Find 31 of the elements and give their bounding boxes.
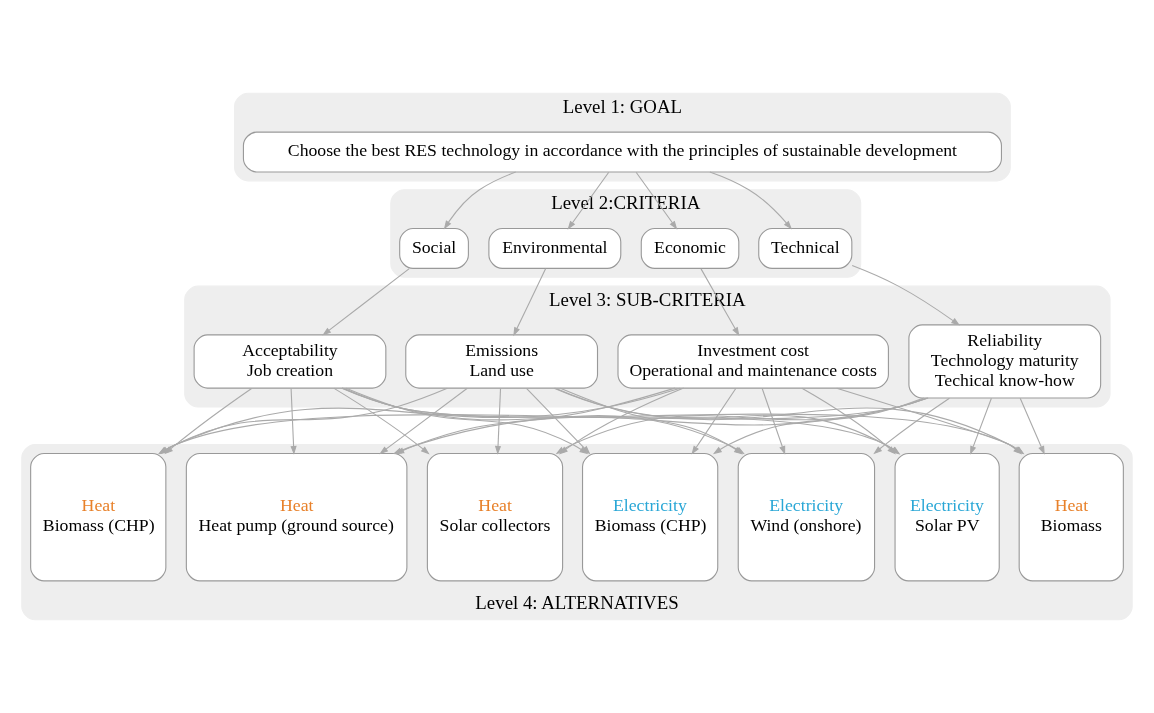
arrow xyxy=(970,397,992,455)
arrow xyxy=(851,264,960,326)
arrow xyxy=(761,387,786,455)
arrow xyxy=(709,171,792,230)
node-box: Acceptability Job creation xyxy=(193,334,387,389)
arrow xyxy=(567,171,610,230)
node-box: Investment cost Operational and maintenance costs xyxy=(617,334,889,389)
arrow xyxy=(513,268,547,337)
node-box: Electricity Solar PV xyxy=(894,452,1000,582)
node-box: Electricity Wind (onshore) xyxy=(737,452,876,582)
node-box: Environmental xyxy=(488,227,622,269)
arrow xyxy=(290,387,297,455)
node-box: Choose the best RES technology in accordance with the principles of sustainable development xyxy=(242,131,1002,173)
arrow xyxy=(1019,397,1045,455)
node-box: Heat Heat pump (ground source) xyxy=(185,452,408,582)
arrow xyxy=(322,268,410,336)
arrow xyxy=(443,171,517,230)
node-box: Heat Biomass xyxy=(1018,452,1124,582)
node-box: Electricity Biomass (CHP) xyxy=(582,452,719,582)
node-box: Economic xyxy=(640,227,740,269)
node-box: Heat Solar collectors xyxy=(426,452,564,582)
arrow xyxy=(635,171,678,230)
node-box: Technical xyxy=(758,227,853,269)
node-box: Heat Biomass (CHP) xyxy=(30,452,167,582)
arrow xyxy=(691,387,737,455)
arrow xyxy=(164,387,253,455)
node-box: Social xyxy=(399,227,469,269)
node-box: Reliability Technology maturity Techical know-how xyxy=(908,324,1102,399)
node-box: Emissions Land use xyxy=(405,334,599,389)
arrow xyxy=(494,387,502,455)
arrow xyxy=(700,268,740,337)
